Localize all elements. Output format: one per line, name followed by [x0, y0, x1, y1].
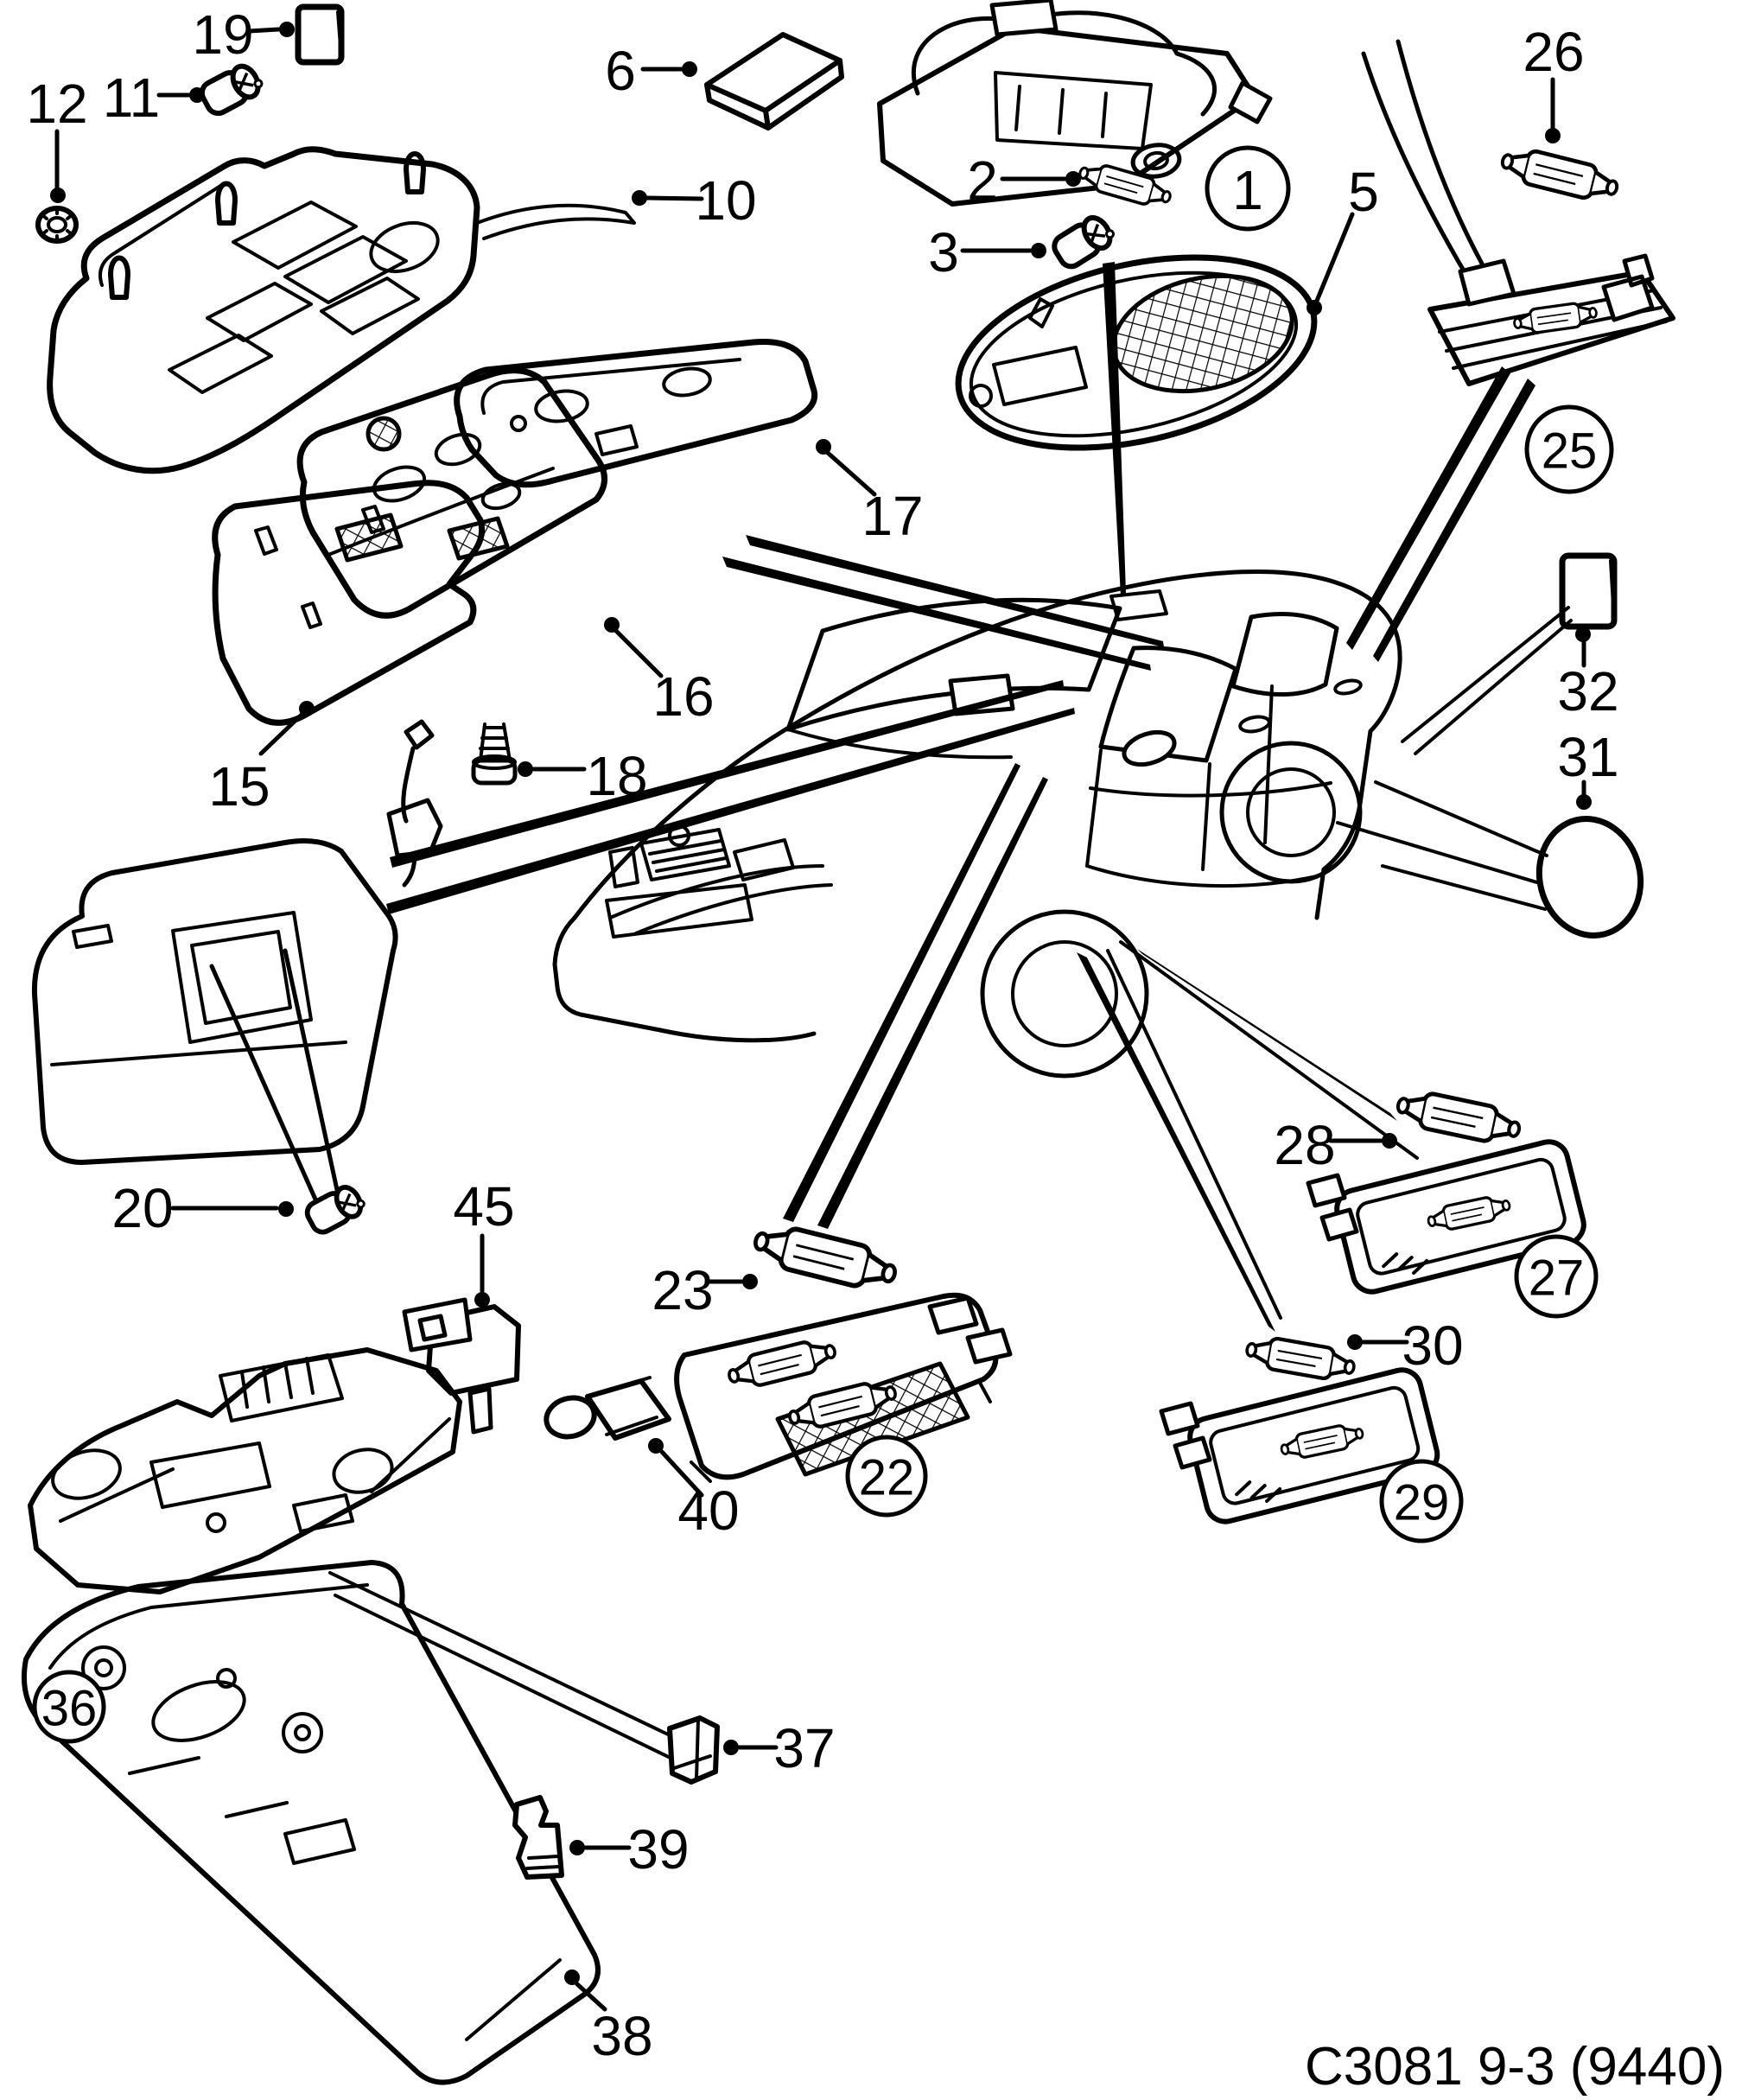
callout-17: 17	[861, 485, 923, 547]
callout-10: 10	[695, 169, 756, 232]
part-1-dome-lamp-assembly	[877, 0, 1273, 207]
callout-11: 11	[103, 67, 160, 129]
callout-18: 18	[586, 745, 647, 807]
circled-36-label: 36	[41, 1681, 98, 1737]
circled-25: 25	[1524, 404, 1614, 494]
callout-45: 45	[453, 1175, 514, 1238]
part-6-box	[704, 32, 844, 130]
circled-callouts: 1 25 22 27 29 36	[32, 145, 1614, 1744]
circled-22-label: 22	[859, 1450, 915, 1506]
part-17-lamp-frame	[454, 338, 818, 488]
part-31-lens-disc	[1535, 816, 1644, 939]
part-18-screw	[471, 722, 518, 786]
callout-5: 5	[1348, 161, 1379, 223]
part-27-license-lamp	[1306, 1139, 1586, 1295]
part-26-festoon-bulb	[1498, 144, 1620, 206]
part-3-bulb	[1050, 212, 1117, 270]
car-silhouette	[552, 570, 1402, 1079]
circled-25-label: 25	[1542, 423, 1598, 480]
circled-29: 29	[1379, 1459, 1464, 1543]
callout-12: 12	[26, 73, 87, 135]
part-25-lamp-assembly	[1361, 39, 1675, 386]
callout-2: 2	[967, 150, 998, 212]
circled-1-label: 1	[1232, 159, 1263, 221]
part-22-luggage-lamp	[674, 1292, 1013, 1483]
callout-16: 16	[652, 665, 714, 728]
circled-36: 36	[32, 1670, 106, 1744]
callout-40: 40	[677, 1480, 739, 1542]
part-32-lens-square	[1559, 552, 1618, 630]
circled-22: 22	[845, 1435, 928, 1518]
callout-26: 26	[1523, 21, 1584, 83]
part-overhead-console-housing	[47, 146, 636, 474]
circled-29-label: 29	[1394, 1475, 1450, 1531]
pointer-arrows	[328, 262, 1573, 1765]
callout-31: 31	[1557, 726, 1618, 788]
part-23-festoon-bulb	[751, 1220, 900, 1295]
part-storage-box-housing	[28, 1347, 462, 1594]
callout-28: 28	[1274, 1114, 1335, 1176]
callout-37: 37	[773, 1717, 835, 1779]
callout-30: 30	[1402, 1314, 1463, 1377]
circled-1: 1	[1205, 145, 1291, 232]
part-28-festoon-bulb	[1395, 1087, 1523, 1148]
callout-3: 3	[928, 221, 959, 283]
callout-32: 32	[1557, 660, 1618, 722]
part-12-washer	[35, 206, 79, 244]
part-19-lens-square	[295, 3, 345, 66]
part-5-lamp-lens	[955, 254, 1318, 451]
callout-6: 6	[605, 40, 636, 102]
part-29-license-lamp	[1159, 1367, 1440, 1524]
callout-39: 39	[627, 1818, 689, 1880]
leader-lines	[50, 22, 1592, 2012]
callout-20: 20	[111, 1177, 173, 1239]
part-11-bulb	[198, 60, 265, 117]
callout-23: 23	[652, 1259, 713, 1321]
part-40-bulb-socket	[544, 1376, 671, 1441]
callout-15: 15	[208, 755, 270, 818]
circled-27-label: 27	[1529, 1250, 1585, 1307]
circled-27: 27	[1514, 1234, 1599, 1319]
part-sun-visor	[31, 719, 443, 1204]
diagram-code-caption: C3081 9-3 (9440)	[1305, 2037, 1725, 2097]
part-37-clip	[667, 1715, 720, 1785]
part-30-festoon-bulb	[1244, 1333, 1357, 1383]
part-15-headliner-panel	[212, 480, 486, 726]
callout-38: 38	[591, 2005, 652, 2067]
part-39-bracket	[512, 1795, 564, 1880]
part-16-headliner-panel	[296, 367, 607, 619]
callout-labels: 19 12 11 10 6 2 3 5 26 17 16 15 18 32 31…	[26, 3, 1618, 2067]
part-38-storage-lid	[21, 1560, 601, 2085]
callout-19: 19	[192, 3, 253, 66]
